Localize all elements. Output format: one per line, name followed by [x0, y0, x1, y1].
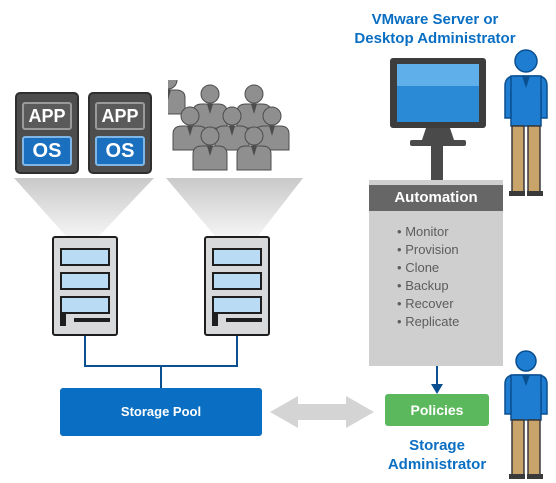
storage-admin-label: Storage Administrator — [370, 436, 504, 474]
person-icon — [504, 350, 548, 479]
monitor-stand-icon — [431, 140, 443, 180]
storage-admin-line2: Administrator — [387, 456, 487, 473]
double-arrow-icon — [270, 396, 374, 428]
app-label: APP — [95, 102, 145, 130]
storage-pool-box: Storage Pool — [60, 388, 262, 436]
user-figure — [168, 80, 186, 115]
app-label: APP — [22, 102, 72, 130]
automation-list: • Monitor • Provision • Clone • Backup •… — [397, 223, 459, 331]
automation-item: • Clone — [397, 260, 440, 275]
users-group-icon — [168, 80, 290, 171]
down-arrow-icon — [431, 384, 443, 394]
os-label: OS — [22, 136, 72, 166]
automation-item: • Recover — [397, 296, 454, 311]
automation-item: • Provision — [397, 242, 459, 257]
vm-icon: APP OS — [15, 92, 79, 174]
users-projection-beam — [166, 178, 303, 236]
policies-box: Policies — [385, 394, 489, 426]
server-icon — [52, 236, 118, 336]
automation-panel: Automation • Monitor • Provision • Clone… — [369, 180, 503, 366]
vmware-admin-label: VMware Server or Desktop Administrator — [340, 10, 530, 48]
vm-icon: APP OS — [88, 92, 152, 174]
monitor-icon — [390, 58, 486, 146]
vmware-admin-line2: Desktop Administrator — [354, 30, 516, 47]
person-icon — [504, 49, 548, 196]
vm-projection-beam — [14, 178, 154, 236]
automation-item: • Backup — [397, 278, 449, 293]
automation-title: Automation — [369, 185, 503, 211]
server-icon — [204, 236, 270, 336]
storage-admin-line1: Storage — [409, 437, 465, 454]
automation-item: • Monitor — [397, 224, 449, 239]
automation-item: • Replicate — [397, 314, 460, 329]
vmware-admin-line1: VMware Server or — [371, 11, 499, 28]
server-link-line — [84, 336, 238, 367]
os-label: OS — [95, 136, 145, 166]
